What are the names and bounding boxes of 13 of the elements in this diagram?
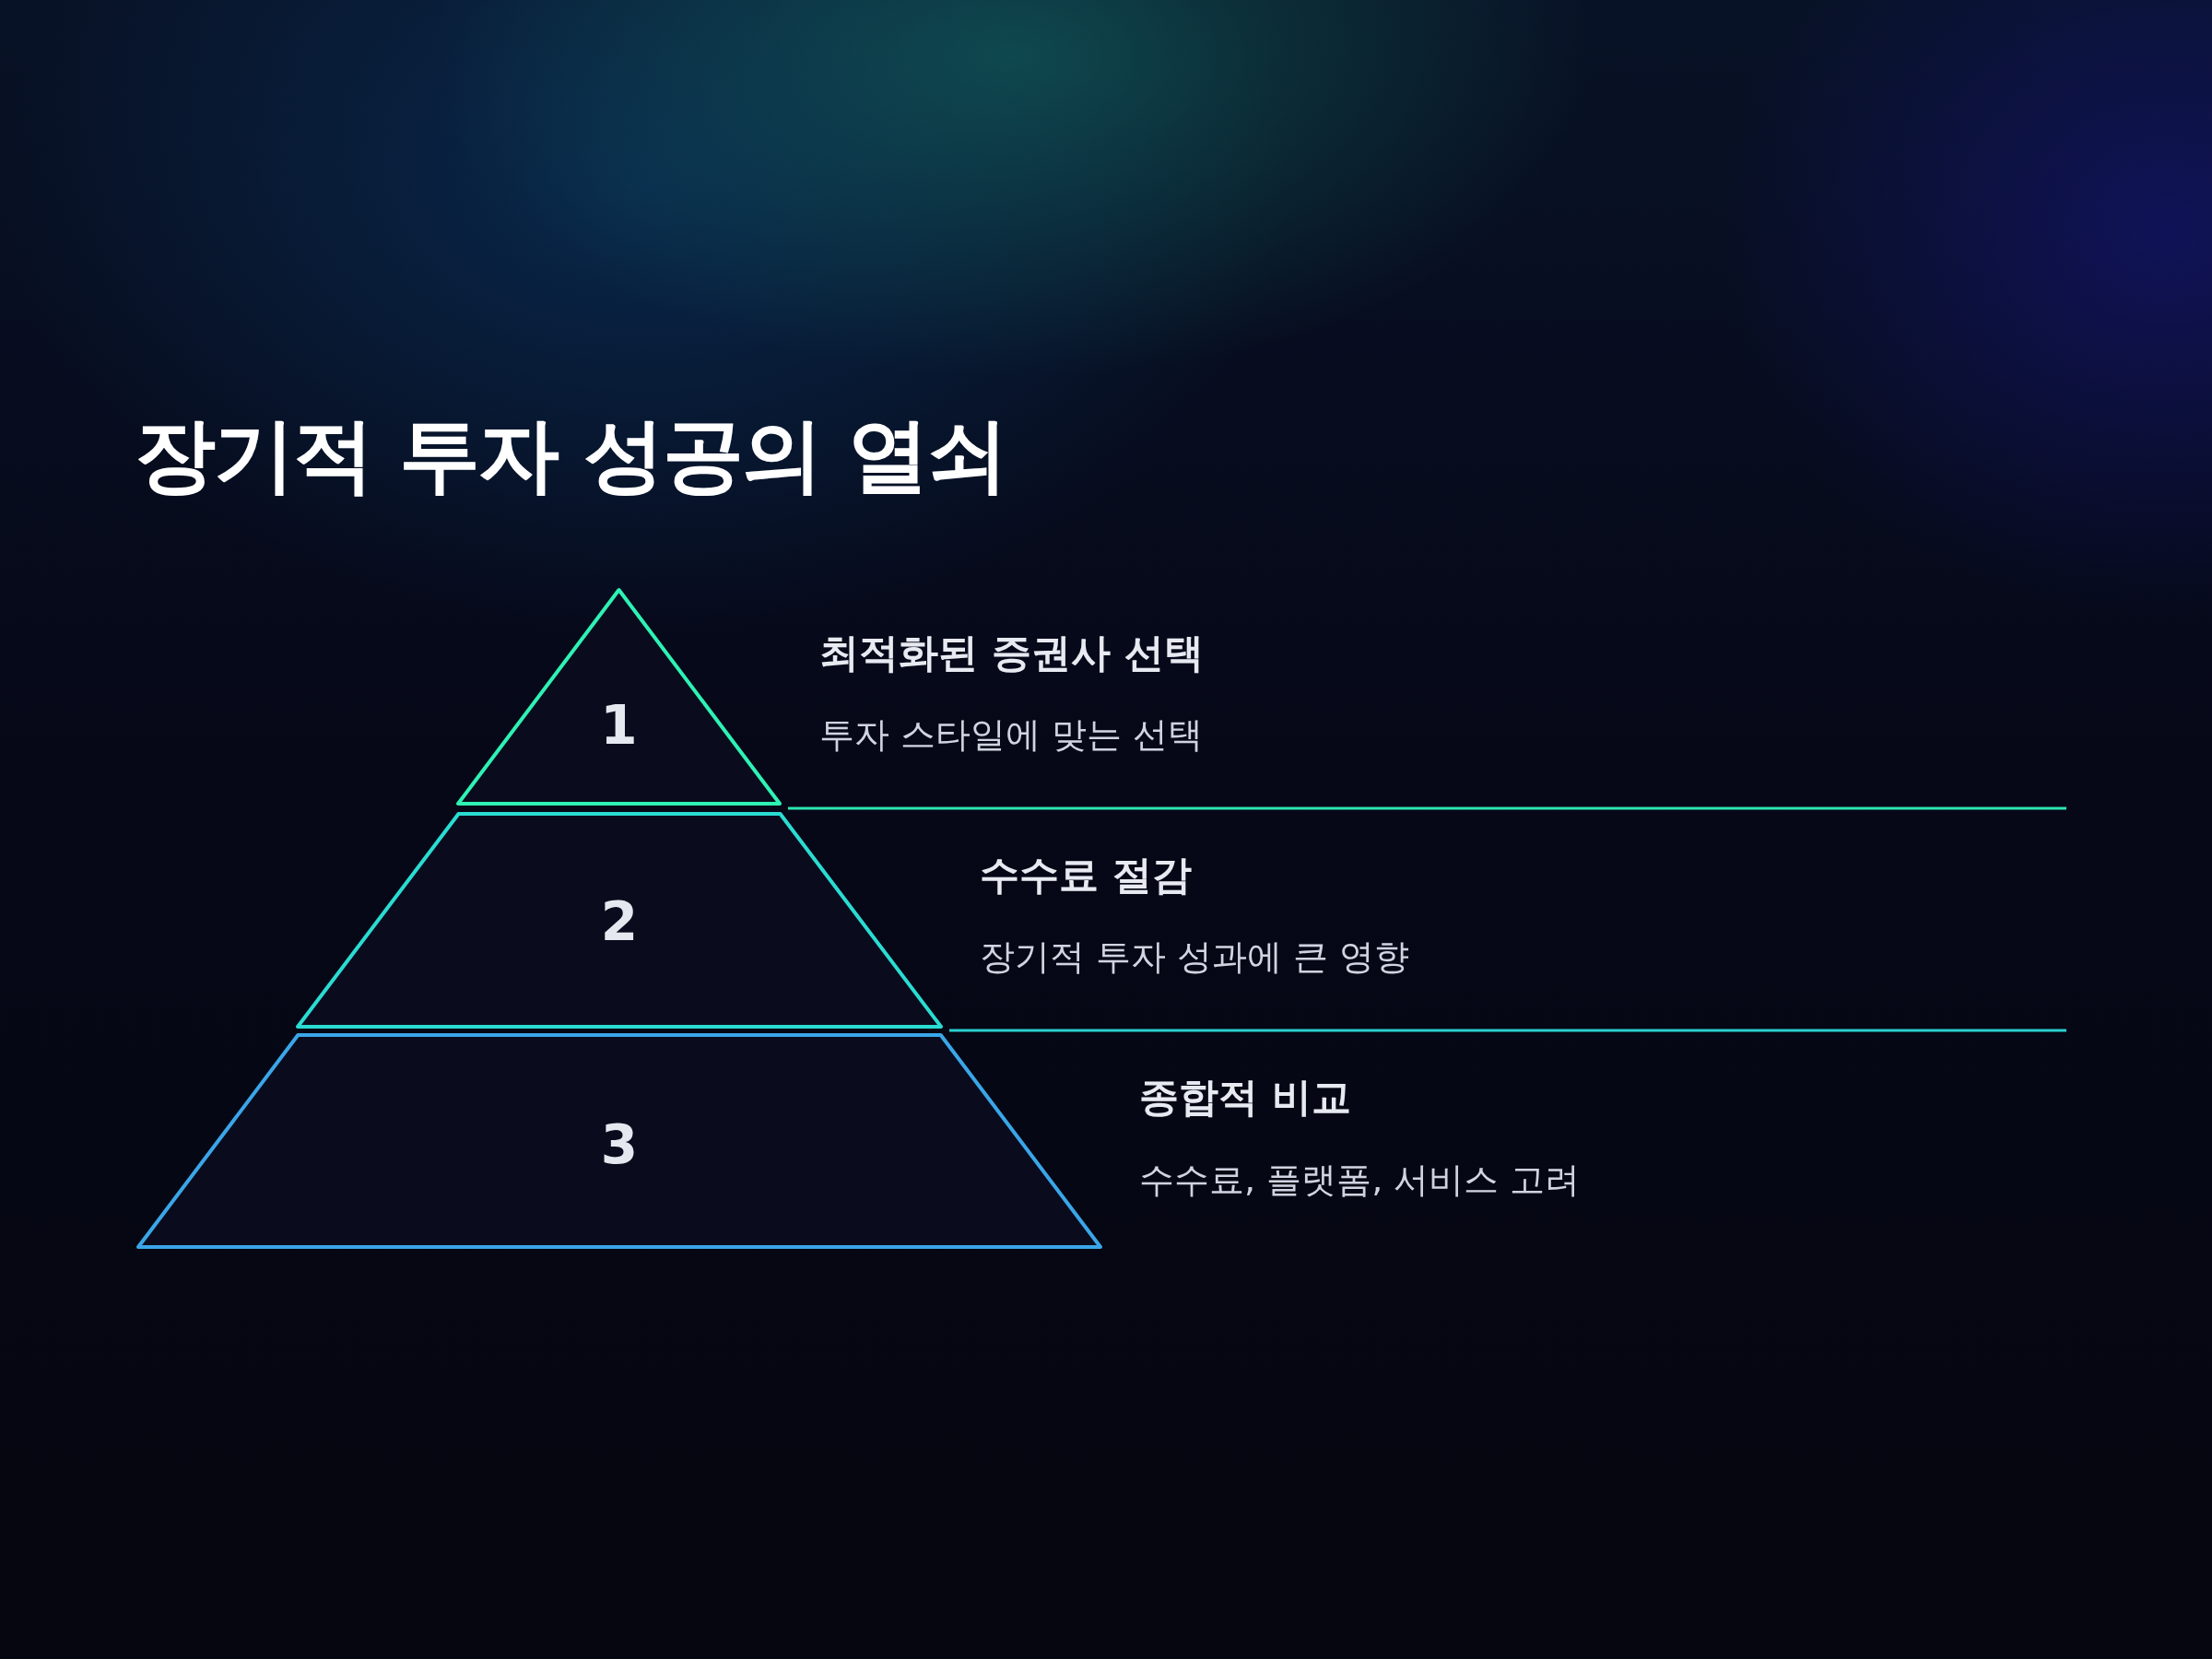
tier-number: 1	[600, 699, 638, 752]
tier-description: 장기적 투자 성과에 큰 영향	[980, 935, 1410, 979]
title: 장기적 투자 성공의 열쇠	[135, 406, 1006, 504]
tier-heading: 종합적 비교	[1139, 1073, 1351, 1122]
tier-heading: 수수료 절감	[980, 851, 1192, 900]
tier-description: 수수료, 플랫폼, 서비스 고려	[1139, 1159, 1581, 1202]
pyramid-tier	[298, 814, 941, 1027]
tier-number: 2	[600, 895, 639, 948]
tier-number: 3	[600, 1118, 639, 1171]
pyramid-tier	[138, 1035, 1100, 1247]
pyramid-tier	[458, 590, 780, 804]
tier-description: 투자 스타일에 맞는 선택	[819, 713, 1204, 757]
tier-heading: 최적화된 증권사 선택	[819, 629, 1204, 677]
